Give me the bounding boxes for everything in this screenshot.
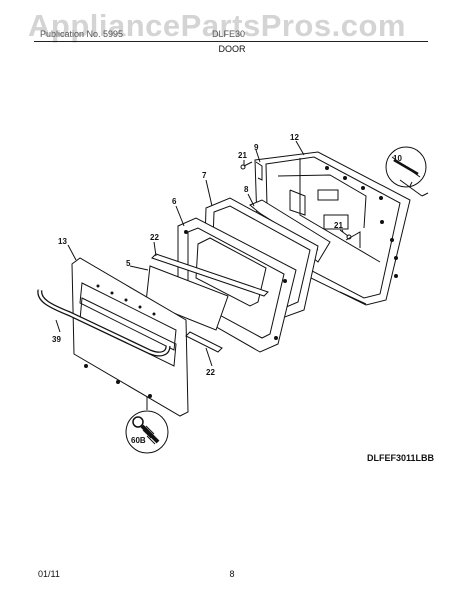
part-60b-screw-callout [125,410,169,454]
callout-5: 5 [126,259,131,268]
part-39-door-handle [37,289,171,357]
publication-number: Publication No. 5995 [40,29,124,39]
callout-21-middle: 21 [334,221,343,230]
callout-6: 6 [172,197,177,206]
callout-8: 8 [244,185,249,194]
section-title: DOOR [218,44,246,54]
part-22-trim-strip-bottom [185,331,223,353]
part-21-screw-middle [339,229,352,240]
callout-12: 12 [290,133,299,142]
part-10-hinge-callout [385,146,429,197]
callout-9: 9 [254,143,259,152]
part-21-screw-top [240,161,253,170]
part-9-hinge-bracket [255,161,263,181]
watermark: AppliancePartsPros.com [28,8,406,43]
callout-21-top: 21 [238,151,247,160]
callout-7: 7 [202,171,207,180]
callout-60b: 60B [131,436,146,445]
callout-39: 39 [52,335,61,344]
header-rule [34,41,428,42]
footer-page-number: 8 [229,569,235,579]
callout-22-top: 22 [150,233,159,242]
part-13-outer-door-panel [71,257,189,417]
callout-13: 13 [58,237,67,246]
footer-date: 01/11 [38,569,60,579]
model-header: DLFE30 [212,29,246,39]
part-5-outer-glass [145,265,229,331]
model-number: DLFEF3011LBB [366,453,434,463]
callout-22-bottom: 22 [206,368,215,377]
callout-10: 10 [393,154,402,163]
callout-leader-lines [55,140,344,410]
part-22-trim-strip-top [151,253,269,297]
